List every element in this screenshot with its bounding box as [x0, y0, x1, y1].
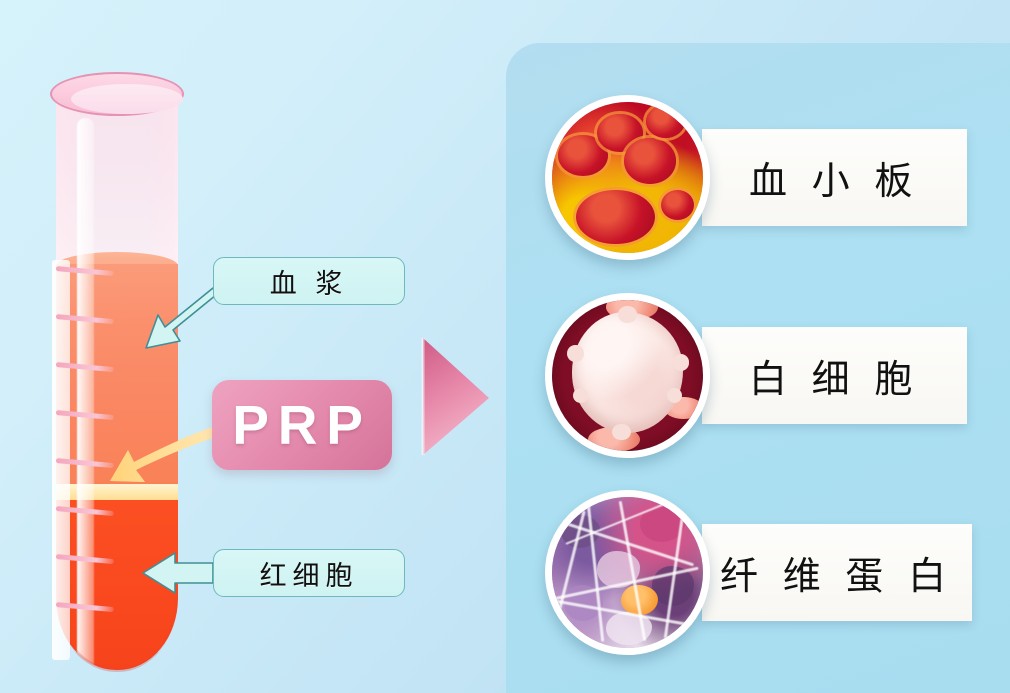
component-row-leukocyte: 白 细 胞 [545, 293, 967, 458]
tube-opening [71, 84, 183, 114]
blood-collection-tube [42, 70, 202, 680]
leukocyte-label-card: 白 细 胞 [702, 327, 967, 424]
plasma-layer [56, 264, 178, 486]
leukocyte-label: 白 细 胞 [748, 359, 920, 401]
leukocyte-image [545, 293, 710, 458]
callout-red-cells: 红细胞 [213, 549, 405, 597]
tube-rim [50, 72, 184, 116]
platelet-label: 血 小 板 [748, 161, 920, 203]
component-row-fibrin: 纤 维 蛋 白 [545, 490, 972, 655]
fibrin-label-card: 纤 维 蛋 白 [702, 524, 972, 621]
pink-triangle-arrow [421, 338, 489, 455]
callout-red-cells-label: 红细胞 [259, 560, 359, 591]
callout-plasma-label: 血 浆 [269, 268, 349, 299]
white-cell-body [571, 312, 684, 433]
fibrin-artwork [552, 497, 703, 648]
component-row-platelet: 血 小 板 [545, 95, 967, 260]
leukocyte-artwork [552, 300, 703, 451]
tube-empty-glass-region [56, 92, 178, 270]
tube-glass-body [56, 92, 178, 670]
prp-badge: PRP [212, 380, 392, 470]
fibrin-image [545, 490, 710, 655]
platelet-image [545, 95, 710, 260]
prp-badge-label: PRP [232, 394, 372, 456]
callout-plasma: 血 浆 [213, 257, 405, 305]
red-blood-cell-layer [56, 500, 178, 670]
fibrin-label: 纤 维 蛋 白 [720, 556, 954, 598]
tube-highlight [77, 118, 94, 670]
platelet-label-card: 血 小 板 [702, 129, 967, 226]
platelet-artwork [552, 102, 703, 253]
